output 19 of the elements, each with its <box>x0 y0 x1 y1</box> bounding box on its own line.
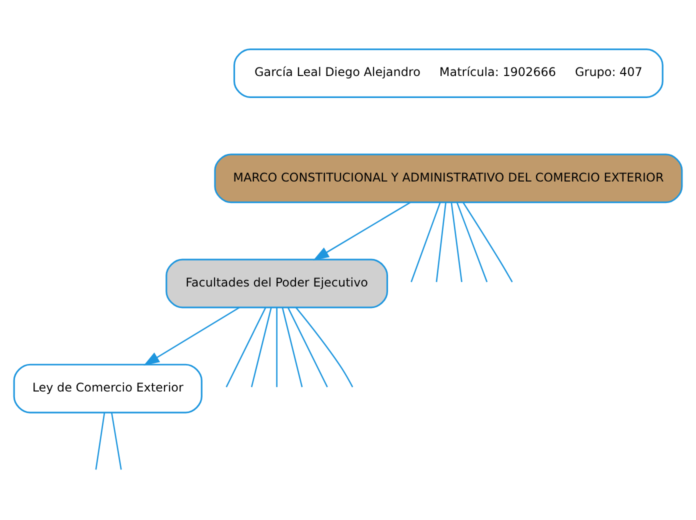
connector <box>110 412 122 470</box>
node-box: García Leal Diego Alejandro Matrícula: 1902666 Grupo: 407 <box>233 48 664 98</box>
connector <box>436 202 446 282</box>
connector <box>276 308 278 388</box>
connector <box>410 202 441 282</box>
node-box: Ley de Comercio Exterior <box>13 364 202 414</box>
node-box: Facultades del Poder Ejecutivo <box>166 258 388 308</box>
connector <box>462 202 513 282</box>
connector <box>250 307 272 388</box>
connector <box>95 412 106 470</box>
connector <box>226 307 266 388</box>
connector <box>287 307 328 388</box>
connector <box>295 307 354 388</box>
arrow <box>144 306 240 366</box>
connector <box>450 202 462 282</box>
connector <box>282 307 303 388</box>
connector <box>456 202 488 282</box>
node-box: MARCO CONSTITUCIONAL Y ADMINISTRATIVO DEL COMERCIO EXTERIOR <box>214 154 683 204</box>
arrow <box>313 202 411 260</box>
